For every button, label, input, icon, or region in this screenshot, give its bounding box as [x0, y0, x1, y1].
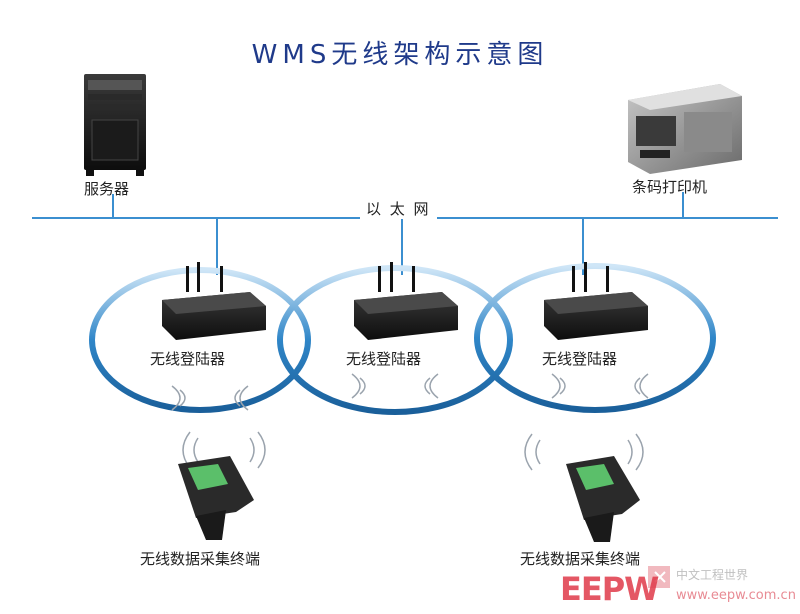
handheld-terminal-icon-2: [566, 456, 640, 542]
access-point-label-2: 无线登陆器: [346, 350, 422, 368]
terminal-label-2: 无线数据采集终端: [520, 550, 641, 568]
access-point-icon-3: [544, 262, 648, 340]
watermark-tagline: 中文工程世界: [676, 568, 749, 582]
terminal-label-1: 无线数据采集终端: [140, 550, 261, 568]
coverage-rings: [89, 263, 716, 415]
access-point-label-3: 无线登陆器: [542, 350, 618, 368]
server-label: 服务器: [84, 180, 130, 198]
access-point-label-1: 无线登陆器: [150, 350, 226, 368]
wireless-wave-icons: [171, 373, 649, 471]
watermark-site: www.eepw.com.cn: [676, 588, 796, 603]
eepw-logo-watermark: [648, 566, 670, 588]
coverage-ring-2: [277, 265, 513, 415]
access-point-icon-2: [354, 262, 458, 340]
barcode-printer-icon: [628, 84, 742, 174]
server-icon: [84, 74, 146, 176]
ethernet-label: 以 太 网: [360, 198, 437, 219]
watermark-brand: EEPW: [560, 570, 659, 608]
handheld-terminal-icon-1: [178, 456, 254, 540]
access-point-icon-1: [162, 262, 266, 340]
diagram-title: WMS无线架构示意图: [251, 40, 549, 70]
printer-label: 条码打印机: [632, 178, 708, 196]
coverage-ring-3: [474, 263, 716, 413]
